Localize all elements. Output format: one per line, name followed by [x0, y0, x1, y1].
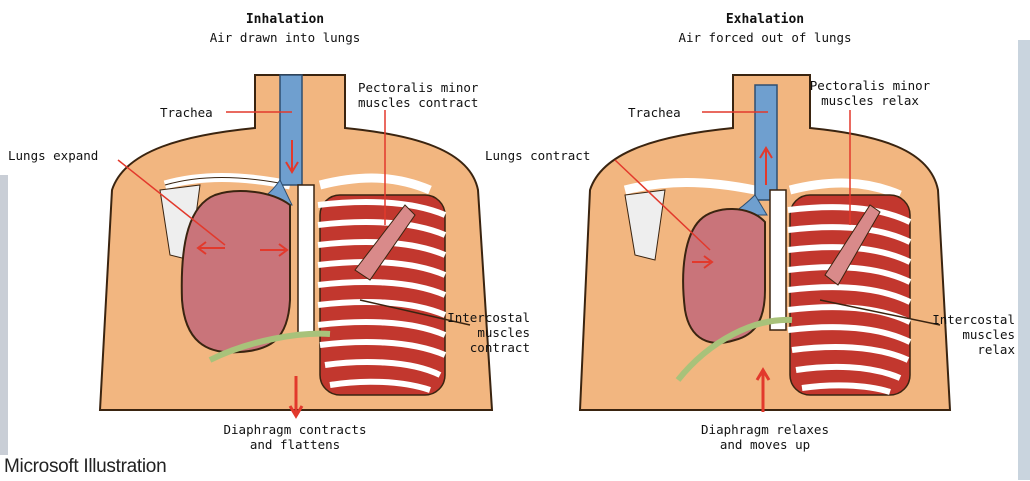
exhalation-panel: Exhalation Air forced out of lungs Trach…: [520, 0, 1030, 460]
inhalation-title: Inhalation: [210, 12, 360, 27]
inhalation-panel: Inhalation Air drawn into lungs Trachea …: [0, 0, 520, 460]
pectoralis-relax-label: Pectoralis minor muscles relax: [790, 78, 950, 108]
lungs-expand-label: Lungs expand: [8, 148, 98, 163]
sternum: [770, 190, 786, 330]
rib-cage: [318, 195, 445, 395]
trachea-label-exhalation: Trachea: [628, 105, 681, 120]
exhalation-title: Exhalation: [680, 12, 850, 27]
exhalation-illustration: [520, 0, 1030, 460]
lung-left: [182, 191, 290, 352]
inhalation-illustration: [0, 0, 520, 460]
inhalation-subtitle: Air drawn into lungs: [180, 30, 390, 45]
lungs-contract-label: Lungs contract: [485, 148, 590, 163]
exhalation-subtitle: Air forced out of lungs: [640, 30, 890, 45]
diaphragm-contracts-label: Diaphragm contracts and flattens: [180, 422, 410, 452]
trachea-label-inhalation: Trachea: [160, 105, 213, 120]
sternum: [298, 185, 314, 335]
image-credit: Microsoft Illustration: [4, 456, 166, 478]
diaphragm-relaxes-label: Diaphragm relaxes and moves up: [650, 422, 880, 452]
intercostal-relax-label: Intercostal muscles relax: [920, 312, 1015, 357]
intercostal-contract-label: Intercostal muscles contract: [445, 310, 530, 355]
pectoralis-contract-label: Pectoralis minor muscles contract: [358, 80, 478, 110]
rib-cage: [788, 195, 910, 395]
